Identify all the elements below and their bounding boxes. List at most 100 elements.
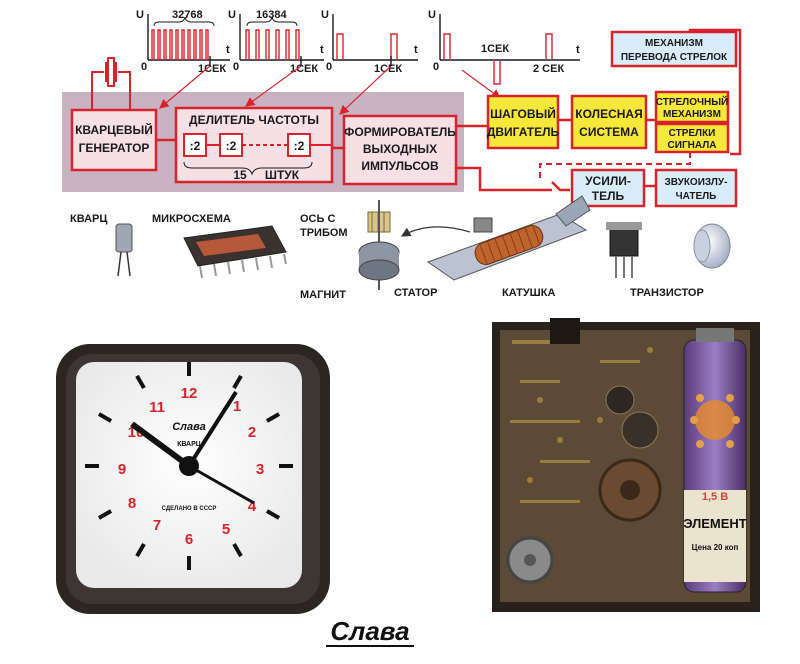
w2-count-label: 16384 (256, 9, 287, 21)
stepper-motor-block (486, 94, 560, 150)
w4-time1: 1СЕК (481, 43, 509, 55)
w4-origin: 0 (433, 61, 439, 73)
buzzer-block (654, 168, 738, 208)
clock-ticks (85, 362, 293, 570)
w1-u-label: U (136, 9, 144, 21)
divider-stage-2: :2 (226, 139, 237, 153)
w1-t-label: t (226, 44, 230, 56)
hour-hand (130, 421, 191, 469)
battery-price: Цена 20 коп (692, 543, 739, 552)
components-row: КВАРЦ МИКРОСХЕМА ОСЬ С ТРИБОМ МАГНИТ (70, 195, 731, 301)
battery-label: ЭЛЕМЕНТ (683, 516, 746, 531)
clock-model: КВАРЦ (177, 441, 202, 448)
w1-time: 1СЕК (198, 63, 226, 75)
clock-tick (232, 542, 243, 558)
setting-line1: МЕХАНИЗМ (645, 38, 703, 49)
numeral-2: 2 (248, 424, 256, 441)
clock-tick (265, 412, 281, 423)
w4-u-label: U (428, 9, 436, 21)
coil-caption: КАТУШКА (502, 287, 555, 299)
alarm-hands-block (654, 122, 730, 154)
hands-mech-line1: СТРЕЛОЧНЫЙ (656, 95, 728, 108)
w2-origin: 0 (233, 61, 239, 73)
numeral-1: 1 (233, 398, 241, 415)
clock-tick (135, 374, 146, 390)
clock-tick (97, 509, 113, 520)
stator-coil-icon (426, 195, 591, 281)
alarm-clock-photo: 12 1 2 3 4 5 6 7 8 9 10 11 Слава КВАРЦ С… (56, 344, 330, 614)
waveform-former (332, 14, 418, 66)
clock-tick (232, 374, 243, 390)
waveform-oscillator (147, 14, 230, 66)
transistor-caption: ТРАНЗИСТОР (630, 287, 704, 299)
divider-title: ДЕЛИТЕЛЬ ЧАСТОТЫ (189, 113, 319, 127)
waveform-stepper (439, 14, 580, 85)
alarm-hands-line2: СИГНАЛА (668, 140, 717, 151)
numeral-3: 3 (256, 461, 264, 478)
chip-caption: МИКРОСХЕМА (152, 213, 231, 225)
w3-t-label: t (414, 44, 418, 56)
clock-mechanism-photo: 1,5 В ЭЛЕМЕНТ Цена 20 коп (492, 318, 760, 612)
logo-text: Слава (330, 616, 409, 646)
waveforms: U 32768 t 0 1СЕК U 16384 t 0 1СЕК U t 0 … (136, 9, 580, 85)
numeral-7: 7 (153, 517, 161, 534)
w2-u-label: U (228, 9, 236, 21)
quartz-caption: КВАРЦ (70, 213, 107, 225)
numeral-11: 11 (149, 399, 165, 416)
divider-stages (183, 133, 332, 157)
former-line2: ВЫХОДНЫХ (363, 142, 437, 156)
rotor-magnet-icon (358, 200, 400, 290)
wheels-line1: КОЛЕСНАЯ (575, 107, 642, 121)
setting-line2: ПЕРЕВОДА СТРЕЛОК (621, 52, 728, 63)
former-line3: ИМПУЛЬСОВ (361, 159, 439, 173)
block-diagram: КВАРЦЕВЫЙ ГЕНЕРАТОР ДЕЛИТЕЛЬ ЧАСТОТЫ :2 … (62, 28, 742, 208)
clock-tick (97, 412, 113, 423)
transistor-icon (606, 222, 642, 278)
magnet-caption: МАГНИТ (300, 289, 346, 301)
w3-u-label: U (321, 9, 329, 21)
w2-time: 1СЕК (290, 63, 318, 75)
numeral-9: 9 (118, 461, 126, 478)
former-line1: ФОРМИРОВАТЕЛЬ (344, 125, 456, 139)
amplifier-line2: ТЕЛЬ (592, 189, 625, 203)
amplifier-line1: УСИЛИ- (585, 174, 631, 188)
quartz-crystal-symbol (91, 57, 131, 112)
stator-caption: СТАТОР (394, 287, 437, 299)
quartz-generator-line2: ГЕНЕРАТОР (79, 141, 150, 155)
alarm-dashed-link (539, 152, 691, 180)
slava-logo: Слава (326, 616, 414, 647)
divider-stage-1: :2 (190, 139, 201, 153)
divider-stage-n: :2 (294, 139, 305, 153)
w4-t-label: t (576, 44, 580, 56)
stepper-line1: ШАГОВЫЙ (490, 106, 556, 121)
w2-t-label: t (320, 44, 324, 56)
buzzer-icon (693, 223, 731, 269)
quartz-component-icon (115, 223, 133, 277)
hand-setting-block (610, 30, 738, 68)
numeral-5: 5 (222, 521, 230, 538)
amplifier-block (570, 168, 646, 208)
clock-made-in: СДЕЛАНО В СССР (162, 506, 217, 512)
w1-count-label: 32768 (172, 9, 203, 21)
wheel-system-block (570, 94, 648, 150)
alarm-hands-line1: СТРЕЛКИ (669, 128, 716, 139)
buzzer-line1: ЗВУКОИЗЛУ- (665, 177, 728, 188)
quartz-generator-block (70, 108, 158, 172)
pulse-former-block (342, 114, 458, 186)
microchip-icon (183, 225, 287, 279)
waveform-divider (239, 14, 324, 66)
w4-time2: 2 СЕК (533, 63, 564, 75)
buzzer-line2: ЧАТЕЛЬ (676, 191, 717, 202)
clock-tick (265, 509, 281, 520)
numeral-6: 6 (185, 531, 193, 548)
divider-count: 15 (233, 168, 247, 182)
clock-brand: Слава (172, 421, 206, 433)
numeral-4: 4 (248, 498, 257, 515)
stepper-line2: ДВИГАТЕЛЬ (487, 125, 560, 139)
alarm-hand (188, 464, 255, 505)
divider-count-unit: ШТУК (265, 168, 300, 182)
quartz-generator-line1: КВАРЦЕВЫЙ (75, 122, 153, 137)
w1-origin: 0 (141, 61, 147, 73)
minute-hand (187, 390, 238, 468)
